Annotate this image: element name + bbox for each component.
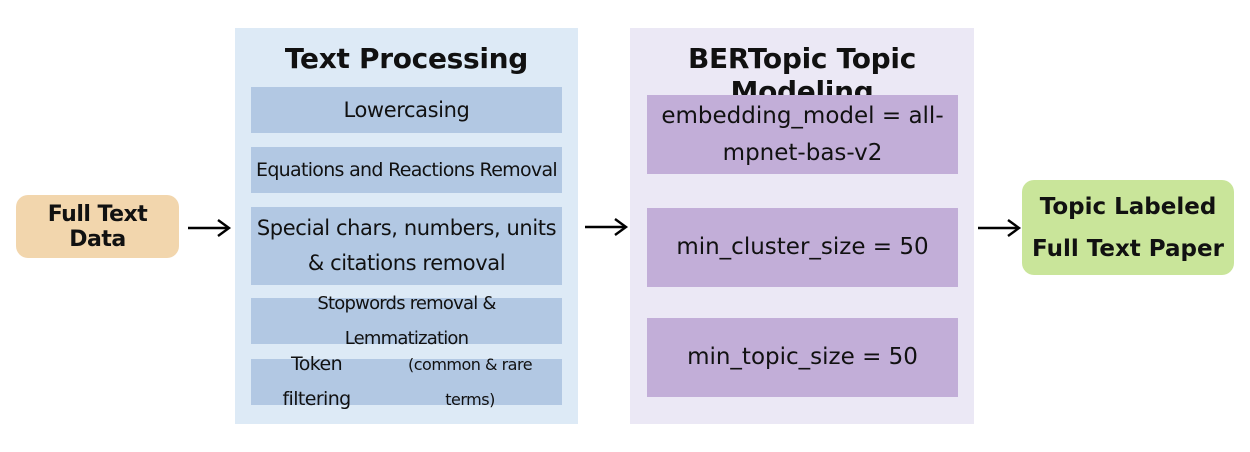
step-lowercasing: Lowercasing bbox=[251, 87, 562, 133]
text-processing-title: Text Processing bbox=[284, 42, 529, 75]
param-label: min_topic_size = 50 bbox=[687, 344, 918, 370]
output-label-line-2: Full Text Paper bbox=[1032, 235, 1224, 262]
input-node-full-text-data: Full Text Data bbox=[16, 195, 179, 258]
output-label-line-1: Topic Labeled bbox=[1039, 193, 1217, 220]
param-min-topic-size: min_topic_size = 50 bbox=[647, 318, 958, 397]
input-node-label: Full Text Data bbox=[47, 201, 148, 252]
param-min-cluster-size: min_cluster_size = 50 bbox=[647, 208, 958, 287]
step-label: Stopwords removal & Lemmatization bbox=[317, 293, 496, 349]
param-label: min_cluster_size = 50 bbox=[676, 234, 929, 260]
arrow-right-icon bbox=[978, 219, 1022, 237]
step-label-line-2: & citations removal bbox=[307, 251, 506, 275]
step-stopwords-lemmatization: Stopwords removal & Lemmatization bbox=[251, 293, 562, 349]
output-node-topic-labeled-paper: Topic Labeled Full Text Paper bbox=[1022, 180, 1234, 275]
step-token-filtering: Token filtering (common & rare terms) bbox=[251, 353, 562, 410]
step-special-chars-removal: Special chars, numbers, units & citation… bbox=[251, 207, 562, 285]
param-label-line-2: mpnet-bas-v2 bbox=[722, 139, 883, 166]
step-label: Equations and Reactions Removal bbox=[256, 158, 558, 181]
param-label-line-1: embedding_model = all- bbox=[661, 102, 944, 129]
param-embedding-model: embedding_model = all- mpnet-bas-v2 bbox=[647, 95, 958, 174]
arrow-right-icon bbox=[188, 219, 232, 237]
step-label-line-1: Special chars, numbers, units bbox=[256, 216, 557, 240]
step-label: Lowercasing bbox=[343, 97, 470, 122]
step-label: Token filtering bbox=[282, 353, 351, 410]
step-label-note: (common & rare terms) bbox=[408, 355, 533, 409]
step-equations-removal: Equations and Reactions Removal bbox=[251, 147, 562, 193]
arrow-right-icon bbox=[585, 218, 629, 236]
